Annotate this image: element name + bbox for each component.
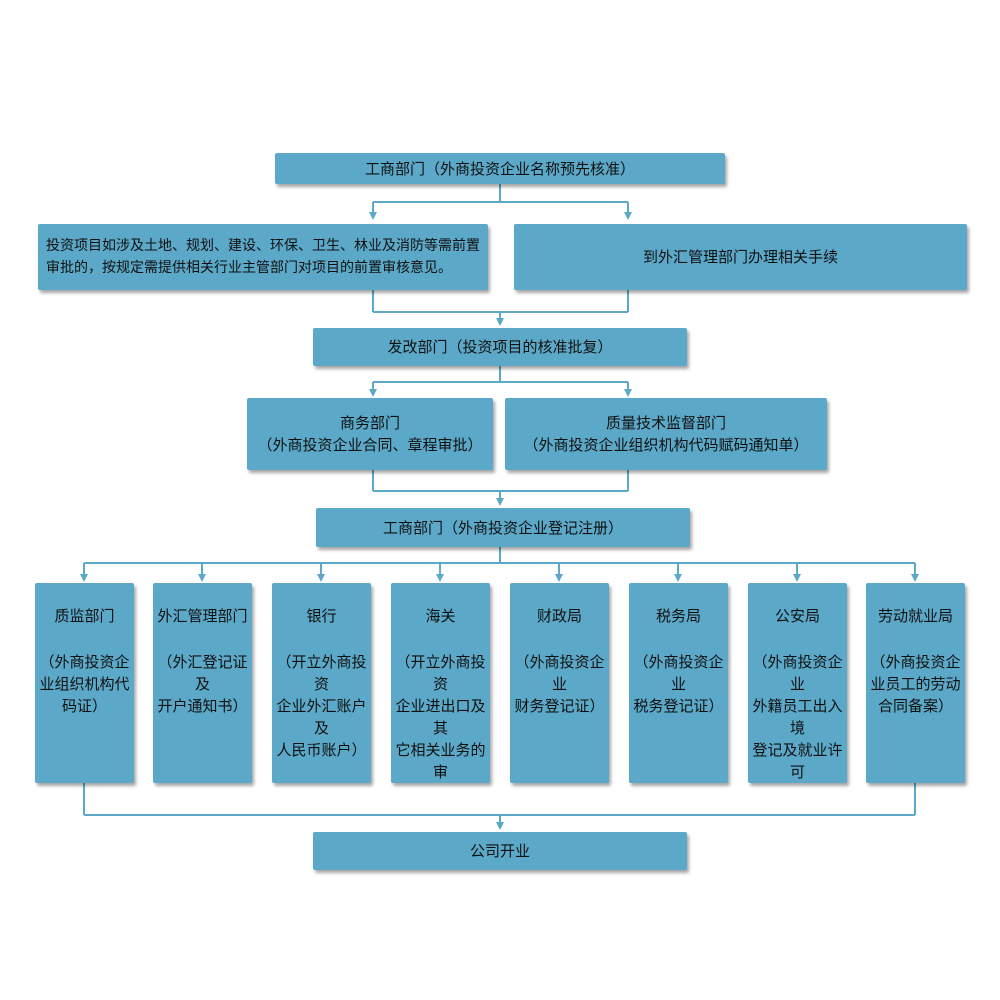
column-quality-dept: 质监部门 （外商投资企 业组织机构代 码证）: [35, 583, 134, 783]
node-company-opening: 公司开业: [313, 832, 687, 870]
column-labor-bureau: 劳动就业局 （外商投资企 业员工的劳动 合同备案）: [866, 583, 965, 783]
node-forex-procedures: 到外汇管理部门办理相关手续: [514, 224, 967, 290]
column-tax-bureau: 税务局 （外商投资企业 税务登记证）: [629, 583, 728, 783]
column-finance-bureau: 财政局 （外商投资企业 财务登记证）: [510, 583, 609, 783]
node-quality-tech: 质量技术监督部门 （外商投资企业组织机构代码赋码通知单）: [505, 398, 827, 470]
column-bank: 银行 （开立外商投资 企业外汇账户及 人民币账户）: [272, 583, 371, 783]
node-ndrc-approval: 发改部门（投资项目的核准批复）: [313, 328, 687, 366]
node-commerce: 商务部门 （外商投资企业合同、章程审批）: [247, 398, 493, 470]
column-customs: 海关 （开立外商投资 企业进出口及其 它相关业务的审 核备案）: [391, 583, 490, 783]
column-forex-dept: 外汇管理部门 （外汇登记证及 开户通知书）: [153, 583, 252, 783]
node-aic-name-approval: 工商部门（外商投资企业名称预先核准）: [275, 153, 725, 184]
column-public-security: 公安局 （外商投资企业 外籍员工出入境 登记及就业许可 证）: [748, 583, 847, 783]
node-aic-registration: 工商部门（外商投资企业登记注册）: [316, 508, 690, 547]
node-pre-review: 投资项目如涉及土地、规划、建设、环保、卫生、林业及消防等需前置 审批的，按规定需…: [38, 224, 488, 290]
